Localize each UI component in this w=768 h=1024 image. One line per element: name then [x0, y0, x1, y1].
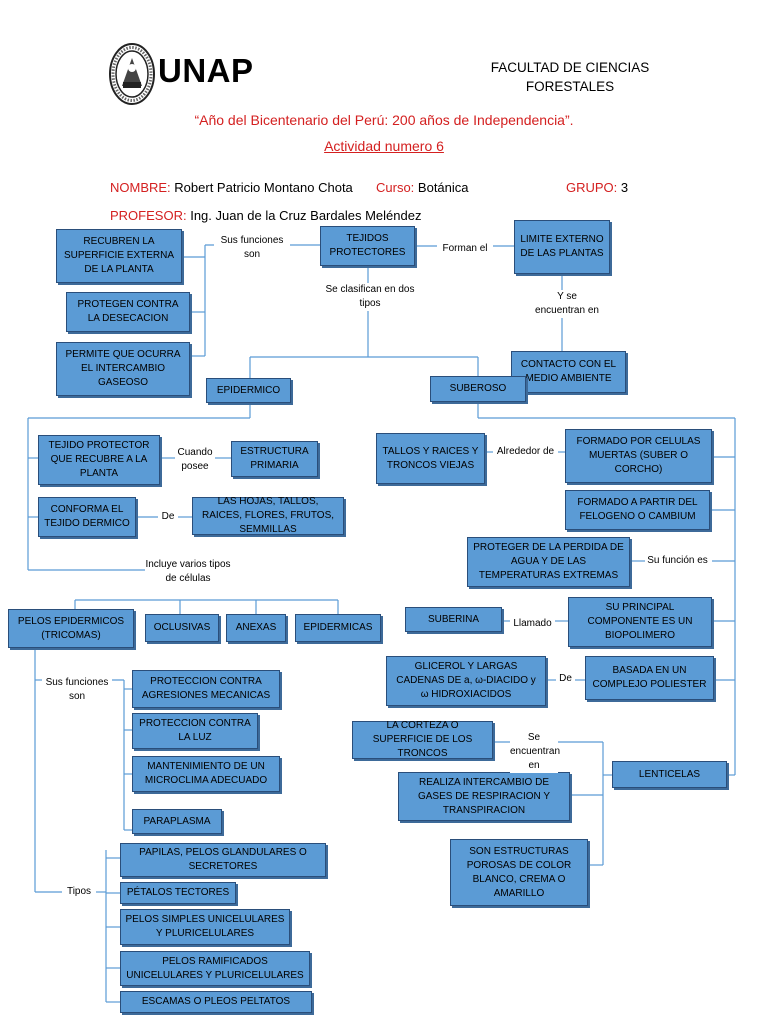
node-tejido-protector: TEJIDO PROTECTOR QUE RECUBRE A LA PLANTA	[38, 435, 160, 485]
label-incluye: Incluye varios tipos de células	[145, 558, 231, 586]
group: GRUPO: 3	[566, 180, 629, 195]
node-conforma: CONFORMA EL TEJIDO DERMICO	[38, 497, 136, 537]
node-protegen: PROTEGEN CONTRA LA DESECACION	[66, 292, 190, 332]
node-hojas: LAS HOJAS, TALLOS, RAICES, FLORES, FRUTO…	[192, 496, 344, 535]
activity-title: Actividad numero 6	[324, 138, 444, 154]
course: Curso: Botánica	[376, 180, 469, 195]
node-glicerol: GLICEROL Y LARGAS CADENAS DE a, ω-DIACID…	[386, 656, 546, 706]
node-pelos-ramificados: PELOS RAMIFICADOS UNICELULARES Y PLURICE…	[120, 951, 310, 986]
node-suberoso: SUBEROSO	[430, 376, 526, 402]
node-epidermico: EPIDERMICO	[206, 378, 291, 403]
node-papilas: PAPILAS, PELOS GLANDULARES O SECRETORES	[120, 843, 326, 877]
label-y-se-encuentran: Y se encuentran en	[535, 290, 599, 318]
node-formado-felogeno: FORMADO A PARTIR DEL FELOGENO O CAMBIUM	[565, 490, 710, 530]
node-pelos-epidermicos: PELOS EPIDERMICOS (TRICOMAS)	[8, 609, 134, 648]
node-oclusivas: OCLUSIVAS	[145, 614, 219, 642]
node-petalos: PÉTALOS TECTORES	[120, 882, 236, 904]
node-basada: BASADA EN UN COMPLEJO POLIESTER	[585, 656, 714, 700]
university-seal-icon	[109, 43, 155, 105]
label-se-encuentran: Se encuentran en	[510, 731, 561, 773]
label-alrededor: Alrededor de	[493, 445, 558, 459]
node-epidermicas: EPIDERMICAS	[295, 614, 381, 642]
node-contacto: CONTACTO CON EL MEDIO AMBIENTE	[511, 351, 626, 393]
node-paraplasma: PARAPLASMA	[132, 809, 222, 834]
node-escamas: ESCAMAS O PLEOS PELTATOS	[120, 991, 312, 1013]
node-son-estructuras: SON ESTRUCTURAS POROSAS DE COLOR BLANCO,…	[450, 839, 588, 906]
node-realiza: REALIZA INTERCAMBIO DE GASES DE RESPIRAC…	[398, 772, 570, 821]
motto-text: “Año del Bicentenario del Perú: 200 años…	[194, 112, 574, 128]
node-permite: PERMITE QUE OCURRA EL INTERCAMBIO GASEOS…	[56, 342, 190, 396]
node-estructura-primaria: ESTRUCTURA PRIMARIA	[231, 441, 318, 477]
node-proteccion-mecanica: PROTECCION CONTRA AGRESIONES MECANICAS	[132, 670, 280, 708]
node-microclima: MANTENIMIENTO DE UN MICROCLIMA ADECUADO	[132, 756, 280, 792]
node-componente: SU PRINCIPAL COMPONENTE ES UN BIOPOLIMER…	[568, 597, 712, 647]
label-de-2: De	[556, 672, 575, 686]
node-recubren: RECUBREN LA SUPERFICIE EXTERNA DE LA PLA…	[56, 229, 182, 283]
label-su-funcion: Su función es	[645, 554, 710, 568]
student-name: NOMBRE: Robert Patricio Montano Chota	[110, 180, 353, 195]
label-clasifican: Se clasifican en dos tipos	[320, 283, 420, 311]
label-forman-el: Forman el	[437, 242, 493, 256]
faculty-name: FACULTAD DE CIENCIAS FORESTALES	[490, 60, 650, 94]
label-cuando-posee: Cuando posee	[175, 446, 215, 474]
node-pelos-simples: PELOS SIMPLES UNICELULARES Y PLURICELULA…	[120, 909, 290, 945]
node-proteccion-luz: PROTECCION CONTRA LA LUZ	[132, 713, 258, 749]
node-suberina: SUBERINA	[405, 607, 502, 632]
label-tipos: Tipos	[62, 885, 96, 899]
teacher: PROFESOR: Ing. Juan de la Cruz Bardales …	[110, 208, 422, 223]
node-corteza: LA CORTEZA O SUPERFICIE DE LOS TRONCOS	[352, 720, 493, 759]
label-de-1: De	[158, 510, 178, 524]
logo-text: UNAP	[158, 52, 254, 89]
node-lenticelas: LENTICELAS	[612, 761, 727, 788]
unap-logo: UNAP	[108, 42, 253, 106]
label-sus-funciones: Sus funciones son	[214, 234, 290, 262]
node-proteger: PROTEGER DE LA PERDIDA DE AGUA Y DE LAS …	[467, 537, 630, 587]
node-tallos: TALLOS Y RAICES Y TRONCOS VIEJAS	[376, 433, 485, 484]
node-formado-celulas: FORMADO POR CELULAS MUERTAS (SUBER O COR…	[565, 429, 712, 483]
label-llamado: Llamado	[510, 617, 555, 631]
node-limite-externo: LIMITE EXTERNO DE LAS PLANTAS	[514, 220, 610, 274]
label-sus-funciones-2: Sus funciones son	[42, 676, 112, 704]
node-anexas: ANEXAS	[226, 614, 286, 642]
node-tejidos-protectores: TEJIDOS PROTECTORES	[320, 226, 415, 266]
